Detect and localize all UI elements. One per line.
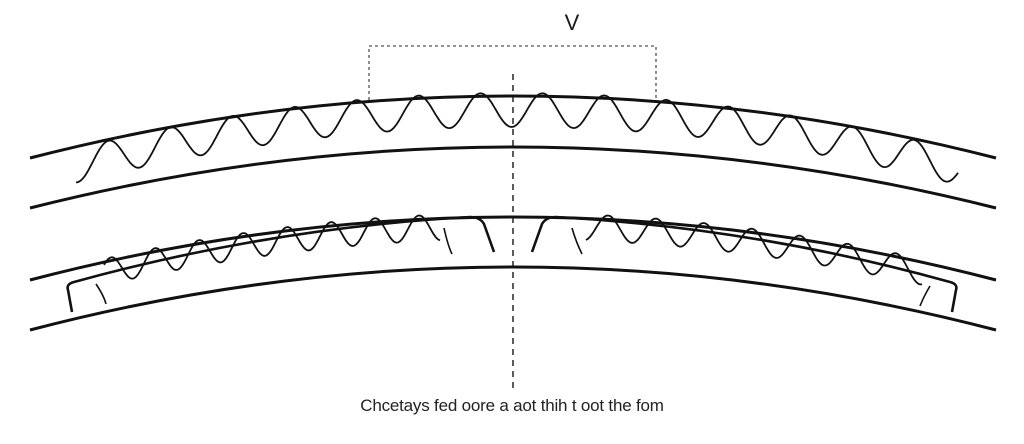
- right-pocket-outline: [530, 215, 958, 313]
- right-inner-hook: [571, 227, 583, 255]
- lower-right-wave: [585, 214, 922, 286]
- left-pocket-outline: [66, 215, 496, 313]
- right-hook: [919, 285, 931, 307]
- upper-band-wave: [75, 92, 959, 184]
- lower-left-wave: [103, 214, 441, 280]
- left-inner-hook: [443, 227, 453, 255]
- top-label: V: [564, 10, 580, 35]
- dashed-bracket: [368, 45, 657, 100]
- upper-band-bottom-arc: [29, 145, 997, 210]
- diagram-caption: Chcetays fed oore a aot thih t oot the f…: [360, 396, 664, 415]
- left-hook: [95, 283, 107, 305]
- lower-band-bottom-arc: [29, 265, 997, 332]
